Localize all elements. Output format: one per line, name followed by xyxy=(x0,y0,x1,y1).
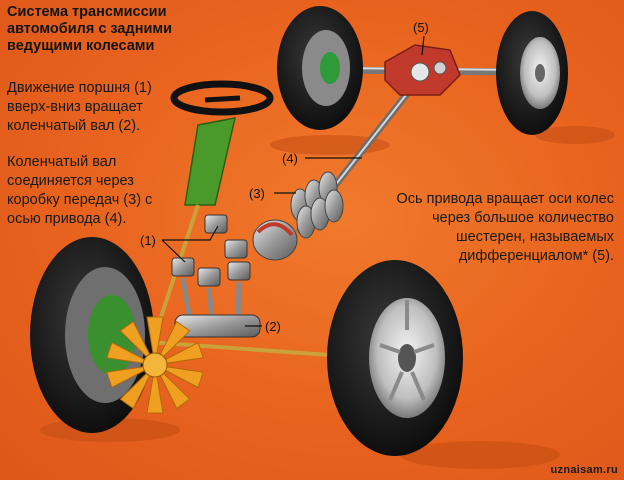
piston-description: Движение поршня (1) вверх-вниз вращает к… xyxy=(7,80,152,134)
leader-1b xyxy=(161,239,186,263)
leader-5 xyxy=(421,35,425,56)
callout-pistons: (1) xyxy=(140,233,156,248)
crankshaft-description: Коленчатый вал соединяется через коробку… xyxy=(7,154,153,227)
diagram-title: Система трансмиссии автомобиля с задними… xyxy=(7,4,173,54)
gearbox xyxy=(252,171,344,261)
shadow-rear-right xyxy=(535,126,615,144)
shadow-front-right xyxy=(400,441,560,469)
steering-wheel xyxy=(170,80,274,116)
callout-gearbox: (3) xyxy=(249,186,265,201)
rear-left-wheel xyxy=(277,6,363,130)
callout-differential: (5) xyxy=(413,20,429,35)
rear-right-wheel xyxy=(496,11,568,135)
radiator-fan xyxy=(106,316,204,414)
watermark: uznaisam.ru xyxy=(550,464,618,476)
front-right-wheel xyxy=(327,260,463,456)
axle-description: Ось привода вращает оси колес через боль… xyxy=(396,191,614,264)
callout-driveshaft: (4) xyxy=(282,151,298,166)
engine-pistons xyxy=(171,214,261,338)
steering-column xyxy=(184,117,236,206)
differential xyxy=(384,44,461,96)
leader-1 xyxy=(162,225,219,241)
callout-crankshaft: (2) xyxy=(265,319,281,334)
